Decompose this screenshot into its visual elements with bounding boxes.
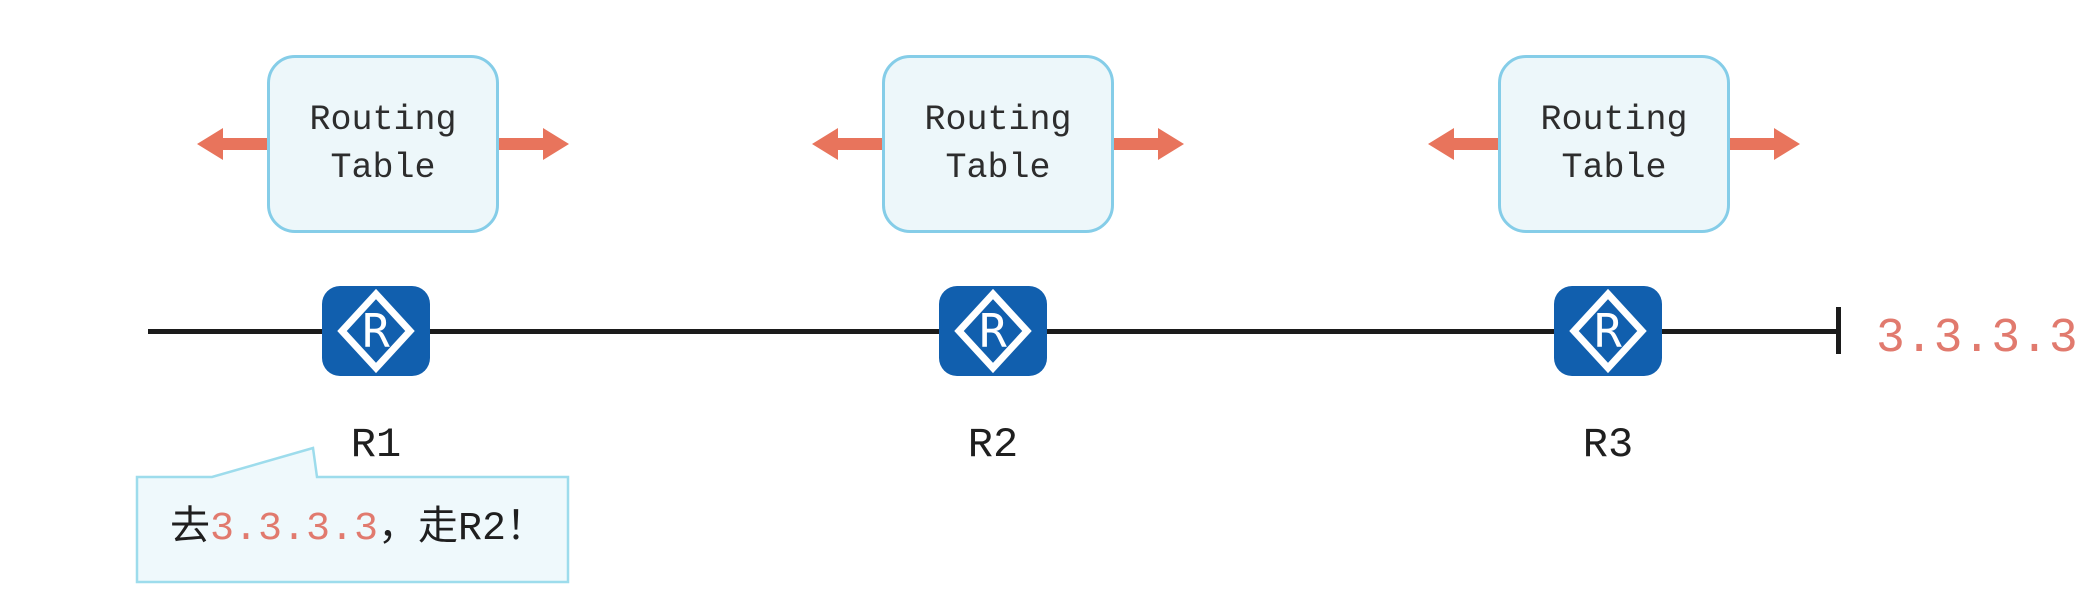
left-arrow-icon xyxy=(812,128,882,160)
right-arrow-icon xyxy=(1114,128,1184,160)
route-decision-callout: 去3.3.3.3，走R2！ xyxy=(170,503,546,557)
right-arrow-icon xyxy=(1730,128,1800,160)
right-arrow-icon xyxy=(499,128,569,160)
routing-table-box-r3: Routing Table xyxy=(1498,55,1730,233)
callout-destination-ip: 3.3.3.3 xyxy=(210,507,379,552)
router-name-label-r1: R1 xyxy=(350,421,402,469)
routing-table-box-r1: Routing Table xyxy=(267,55,499,233)
router-icon-letter: R xyxy=(1594,304,1622,358)
routing-table-label: Routing Table xyxy=(1540,99,1688,188)
speech-bubble xyxy=(135,446,570,584)
router-name-label-r3: R3 xyxy=(1582,421,1634,469)
destination-ip-label: 3.3.3.3 xyxy=(1876,312,2078,366)
callout-prefix: 去 xyxy=(170,507,210,552)
router-icon-letter: R xyxy=(362,304,390,358)
left-arrow-icon xyxy=(1428,128,1498,160)
router-icon: R xyxy=(1554,286,1662,376)
routing-table-box-r2: Routing Table xyxy=(882,55,1114,233)
callout-suffix: ，走R2！ xyxy=(378,507,547,552)
routing-table-label: Routing Table xyxy=(924,99,1072,188)
routing-table-label: Routing Table xyxy=(309,99,457,188)
router-icon-letter: R xyxy=(979,304,1007,358)
link-endpoint-terminator xyxy=(1836,307,1841,354)
router-name-label-r2: R2 xyxy=(967,421,1019,469)
left-arrow-icon xyxy=(197,128,267,160)
router-icon: R xyxy=(322,286,430,376)
router-icon: R xyxy=(939,286,1047,376)
